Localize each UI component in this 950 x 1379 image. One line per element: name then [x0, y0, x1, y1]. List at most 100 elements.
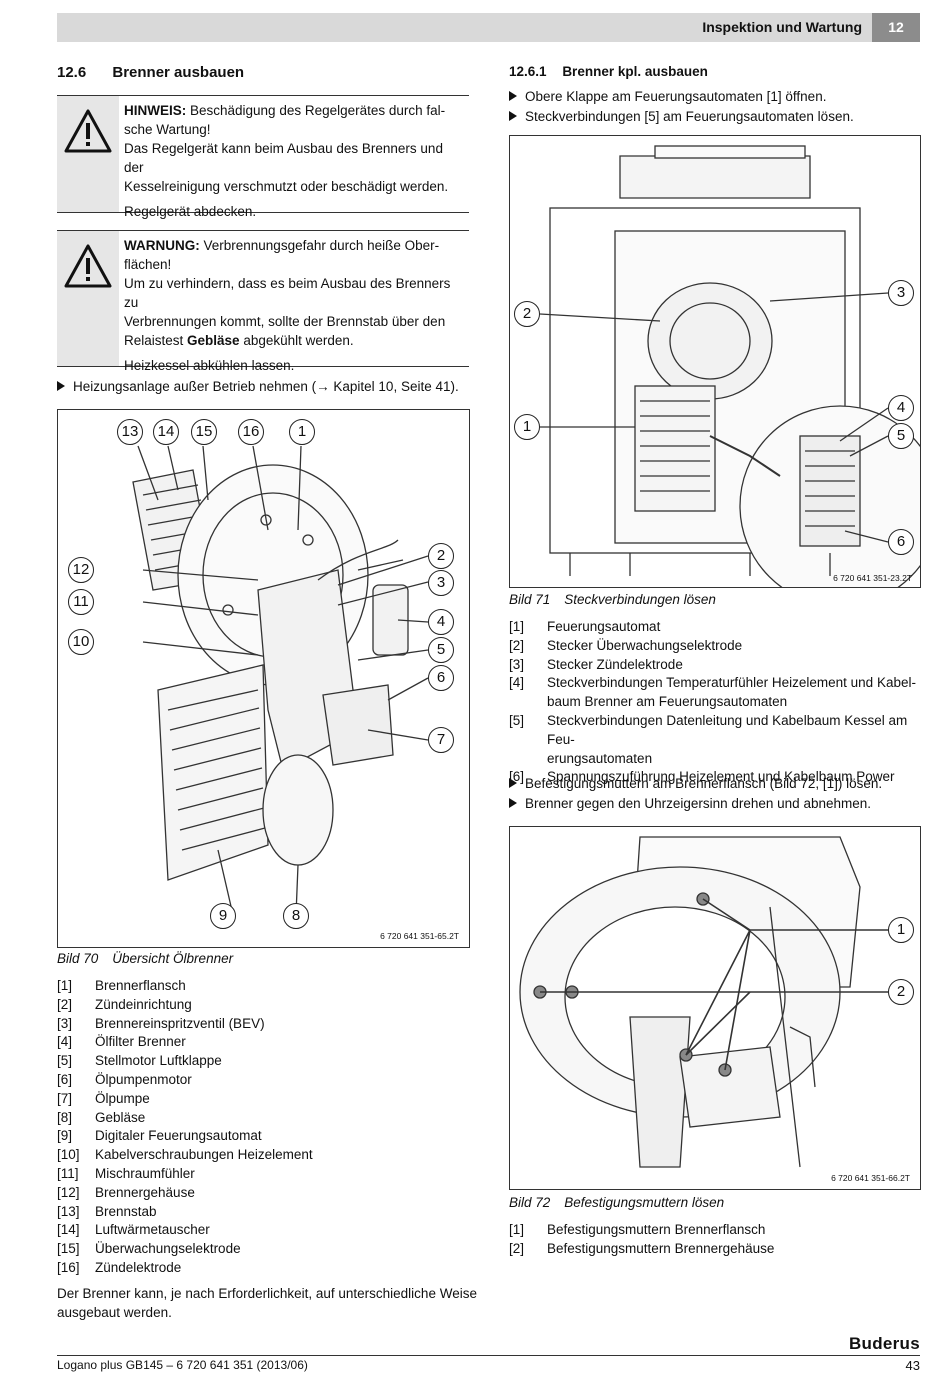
notice-step-text: Heizkessel abkühlen lassen.	[124, 358, 295, 373]
notice-text-part: abgekühlt werden.	[239, 333, 354, 348]
legend-key: [2]	[509, 637, 525, 653]
legend-value-line: Steckverbindungen Datenleitung und Kabel…	[547, 712, 908, 747]
legend-key: [9]	[57, 1128, 73, 1144]
step-shutdown: Heizungsanlage außer Betrieb nehmen (→ K…	[57, 377, 459, 396]
legend-value: Befestigungsmuttern Brennerflansch	[547, 1221, 921, 1240]
legend-key: [2]	[57, 996, 73, 1012]
legend-row: [13] Brennstab	[57, 1203, 469, 1222]
section-number: 12.6	[57, 64, 87, 81]
legend-value: Brennerflansch	[95, 977, 469, 996]
legend-key: [14]	[57, 1222, 80, 1238]
legend-row: [11]Mischraumfühler	[57, 1165, 469, 1184]
legend-key: [13]	[57, 1203, 80, 1219]
legend-value-line: Ölpumpe	[95, 1090, 150, 1106]
step-1: Obere Klappe am Feuerungsautomaten [1] ö…	[509, 87, 826, 106]
legend-row: [2]Befestigungsmuttern Brennergehäuse	[509, 1240, 921, 1259]
bullet-arrow-icon	[57, 381, 65, 391]
legend-key: [3]	[57, 1015, 73, 1031]
notice-text: Kesselreinigung verschmutzt oder beschäd…	[124, 179, 449, 194]
legend-value: Stecker Überwachungselektrode	[547, 637, 921, 656]
legend-value: Stellmotor Luftklappe	[95, 1052, 469, 1071]
legend-row: [3]Stecker Zündelektrode	[509, 656, 921, 675]
legend-row: [8]Gebläse	[57, 1109, 469, 1128]
page-number: 43	[905, 1358, 920, 1373]
callout-6: 6	[428, 665, 454, 691]
legend-key: [3]	[509, 656, 525, 672]
legend-row: [1]Brennerflansch	[57, 977, 469, 996]
bullet-arrow-icon	[509, 111, 517, 121]
notice-text: Um zu verhindern, dass es beim Ausbau de…	[124, 276, 451, 310]
callout-10: 10	[68, 629, 94, 655]
notice-hinweis: HINWEIS: Beschädigung des Regelgerätes d…	[57, 95, 469, 219]
callout-3: 3	[428, 570, 454, 596]
bullet-arrow-icon	[509, 91, 517, 101]
legend-row: [2] Stecker Überwachungselektrode	[509, 637, 921, 656]
footer-divider	[57, 1355, 920, 1356]
legend-value: Mischraumfühler	[95, 1165, 469, 1184]
legend-value-line: Mischraumfühler	[95, 1165, 195, 1181]
legend-value: Digitaler Feuerungsautomat	[95, 1127, 469, 1146]
notice-text: sche Wartung!	[124, 122, 211, 137]
step-text: Steckverbindungen [5] am Feuerungsautoma…	[525, 109, 854, 124]
subsection-number: 12.6.1	[509, 64, 547, 79]
step-2: Steckverbindungen [5] am Feuerungsautoma…	[509, 107, 854, 126]
section-title: Brenner ausbauen	[112, 64, 245, 81]
header-title: Inspektion und Wartung	[702, 19, 862, 35]
section-heading: 12.6 Brenner ausbauen	[57, 64, 244, 81]
legend-value-line: Stellmotor Luftklappe	[95, 1053, 222, 1069]
callout-7: 7	[428, 727, 454, 753]
caption-text: Befestigungsmuttern lösen	[564, 1195, 725, 1210]
legend-value: Spannungszuführung Heizelement und Kabel…	[547, 768, 921, 787]
warning-triangle-icon	[64, 244, 112, 288]
callout-16: 16	[238, 419, 264, 445]
legend-value-line: Überwachungselektrode	[95, 1241, 241, 1257]
notice-text: Beschädigung des Regelgerätes durch fal-	[186, 103, 446, 118]
boiler-connections-illustration	[539, 145, 920, 587]
legend-value-line: Brennerflansch	[95, 978, 186, 993]
legend-key: [12]	[57, 1184, 80, 1200]
legend-value-line: Zündelektrode	[95, 1259, 182, 1275]
legend-value-line: Brennergehäuse	[95, 1184, 195, 1200]
legend-key: [4]	[509, 675, 525, 691]
legend-key: [1]	[509, 1222, 525, 1237]
callout-1: 1	[289, 419, 315, 445]
legend-row: [12] Brennergehäuse	[57, 1184, 469, 1203]
caption-number: Bild 72	[509, 1195, 551, 1210]
notice-label: WARNUNG:	[124, 238, 200, 253]
callout-6: 6	[888, 529, 914, 555]
notice-step: Heizkessel abkühlen lassen.	[124, 356, 463, 375]
callout-9: 9	[210, 903, 236, 929]
legend-key: [15]	[57, 1241, 80, 1257]
subsection-heading: 12.6.1 Brenner kpl. ausbauen	[509, 64, 708, 79]
callout-4: 4	[888, 395, 914, 421]
legend-value-line: Brennereinspritzventil (BEV)	[95, 1015, 265, 1031]
figure-reference: 6 720 641 351-66.2T	[831, 1173, 910, 1183]
callout-2: 2	[888, 979, 914, 1005]
caption-text: Übersicht Ölbrenner	[112, 951, 234, 966]
legend-key: [5]	[509, 712, 525, 728]
bullet-arrow-icon	[509, 798, 517, 808]
notice-text: Das Regelgerät kann beim Ausbau des Bren…	[124, 141, 443, 175]
legend-value-line: Befestigungsmuttern Brennergehäuse	[547, 1240, 775, 1256]
legend-value: Feuerungsautomat	[547, 618, 921, 637]
legend-row: [16] Zündelektrode	[57, 1259, 469, 1278]
oil-burner-illustration	[132, 445, 429, 916]
legend-value: Steckverbindungen Temperaturfühler Heize…	[547, 674, 921, 712]
legend-key: [5]	[57, 1053, 73, 1069]
legend-value-line: Ölpumpenmotor	[95, 1071, 192, 1087]
callout-3: 3	[888, 280, 914, 306]
legend-value: Brennergehäuse	[95, 1184, 469, 1203]
legend-value-line: Brennstab	[95, 1203, 157, 1219]
warning-icon-column	[57, 96, 119, 212]
legend-key: [16]	[57, 1259, 80, 1275]
caption-number: Bild 71	[509, 592, 551, 607]
figure-72-caption: Bild 72 Befestigungsmuttern lösen	[509, 1195, 724, 1210]
notice-text: Verbrennungen kommt, sollte der Brennsta…	[124, 314, 446, 329]
legend-row: [10]Kabelverschraubungen Heizelement	[57, 1146, 469, 1165]
notice-text: flächen!	[124, 257, 172, 272]
legend-value-line: Feuerungsautomat	[547, 619, 661, 634]
brand-logo: Buderus	[848, 1334, 920, 1353]
legend-value: Überwachungselektrode	[95, 1240, 469, 1259]
legend-row: [4]Ölfilter Brenner	[57, 1033, 469, 1052]
caption-number: Bild 70	[57, 951, 99, 966]
